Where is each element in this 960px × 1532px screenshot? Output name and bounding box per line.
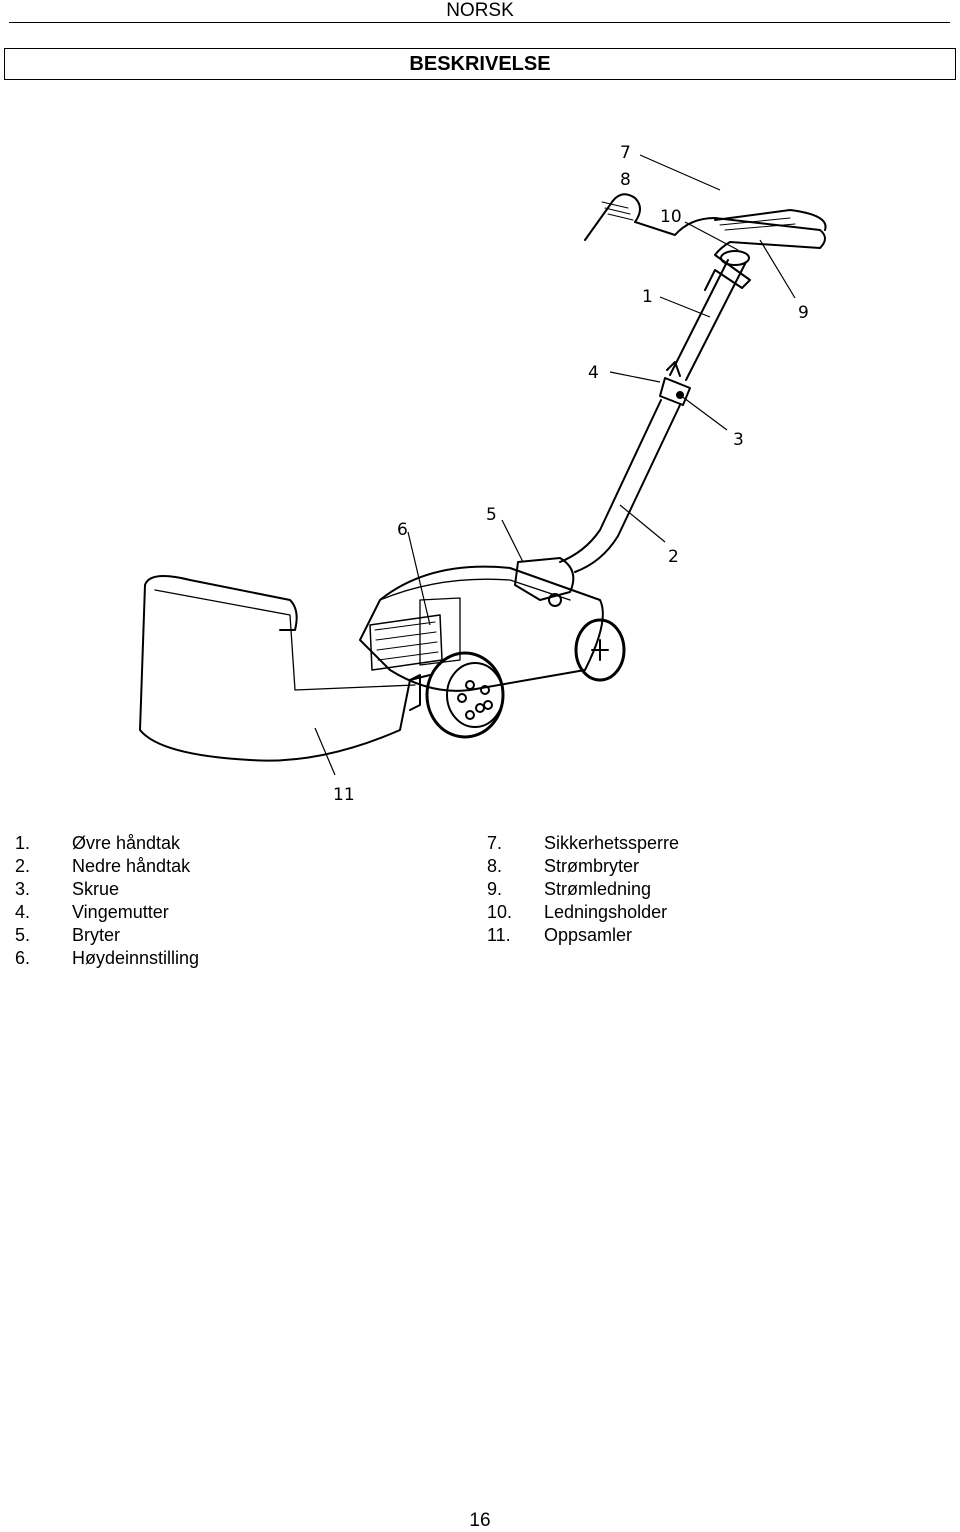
list-item: 5.Bryter xyxy=(15,925,121,945)
callout-2: 2 xyxy=(668,547,679,567)
parts-list-right: 7.Sikkerhetssperre 8.Strømbryter 9.Strøm… xyxy=(487,832,679,947)
product-diagram: 7 8 10 1 9 4 3 6 5 2 11 xyxy=(139,143,827,805)
callout-11: 11 xyxy=(333,785,355,805)
list-item: 1.Øvre håndtak xyxy=(15,833,181,853)
list-item: 3.Skrue xyxy=(15,879,120,899)
callout-3: 3 xyxy=(733,430,744,450)
list-item: 7.Sikkerhetssperre xyxy=(487,833,680,853)
callout-8: 8 xyxy=(620,170,631,190)
callout-9: 9 xyxy=(798,303,809,323)
list-item: 4.Vingemutter xyxy=(15,902,169,922)
callout-6: 6 xyxy=(397,520,408,540)
parts-list-left: 1.Øvre håndtak 2.Nedre håndtak 3.Skrue 4… xyxy=(15,832,199,970)
callout-5: 5 xyxy=(486,505,497,525)
callout-1: 1 xyxy=(642,287,653,307)
section-title: BESKRIVELSE xyxy=(4,48,956,80)
callout-7: 7 xyxy=(620,143,631,163)
list-item: 11.Oppsamler xyxy=(487,925,633,945)
page-number: 16 xyxy=(469,1510,491,1531)
header-rule xyxy=(9,22,950,23)
list-item: 10.Ledningsholder xyxy=(487,902,668,922)
header-language: NORSK xyxy=(446,0,514,21)
list-item: 6.Høydeinnstilling xyxy=(15,948,200,968)
callout-4: 4 xyxy=(588,363,599,383)
list-item: 9.Strømledning xyxy=(487,879,652,899)
list-item: 8.Strømbryter xyxy=(487,856,640,876)
callout-10: 10 xyxy=(660,207,682,227)
lawn-scarifier-illustration: 7 8 10 1 9 4 3 6 5 2 11 xyxy=(130,130,850,810)
list-item: 2.Nedre håndtak xyxy=(15,856,191,876)
